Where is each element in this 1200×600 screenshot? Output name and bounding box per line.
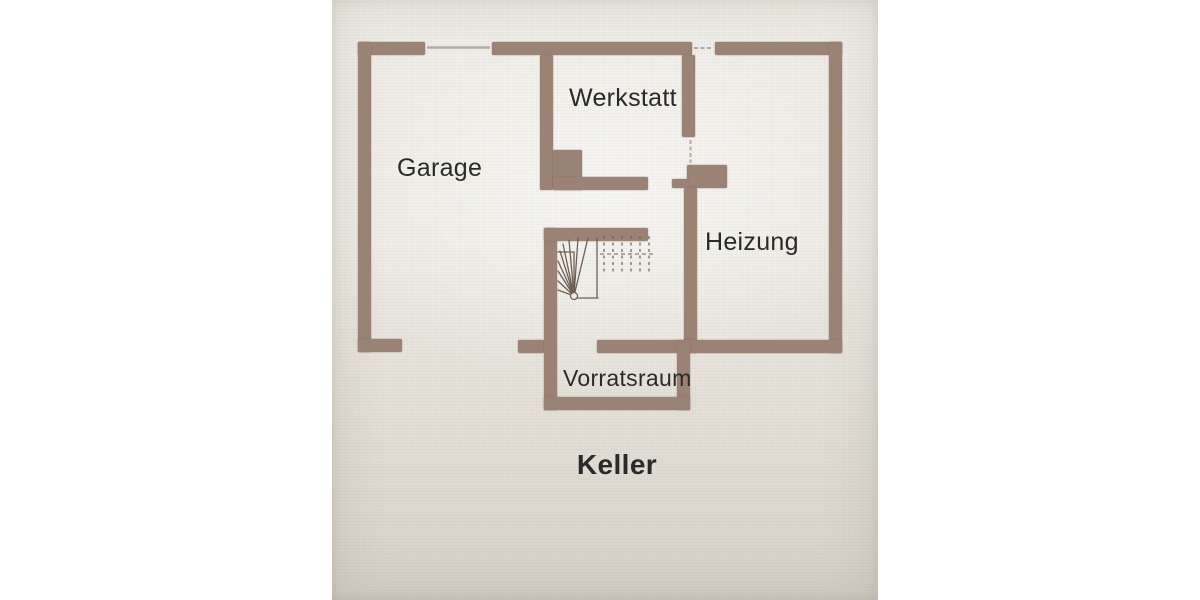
wall-werkstatt-right [682, 55, 695, 137]
wall-werkstatt-bottom [553, 177, 648, 190]
wall-top-left [358, 42, 425, 55]
scanned-paper-background [332, 0, 878, 600]
wall-stair-top [544, 228, 648, 241]
wall-top-middle [492, 42, 692, 55]
wall-outer-right [829, 42, 842, 353]
wall-garage-bottom [358, 339, 402, 352]
vorratsraum-label: Vorratsraum [563, 365, 692, 391]
wall-vorrats-right [677, 340, 690, 410]
wall-heizung-step [687, 165, 727, 188]
wall-outer-left [358, 42, 371, 352]
wall-mid-right [597, 340, 842, 353]
floor-title: Keller [576, 449, 658, 480]
heizung-label: Heizung [705, 228, 799, 256]
werkstatt-label: Werkstatt [569, 84, 677, 112]
wall-mid-stub [518, 340, 544, 353]
garage-label: Garage [397, 154, 483, 182]
wall-top-right [715, 42, 842, 55]
wall-heizung-stub [672, 179, 688, 188]
wall-werkstatt-left [540, 55, 553, 190]
wall-stair-vorrats-left [544, 228, 557, 410]
wall-vorrats-bottom [544, 397, 690, 410]
wall-heizung-left [684, 188, 697, 353]
